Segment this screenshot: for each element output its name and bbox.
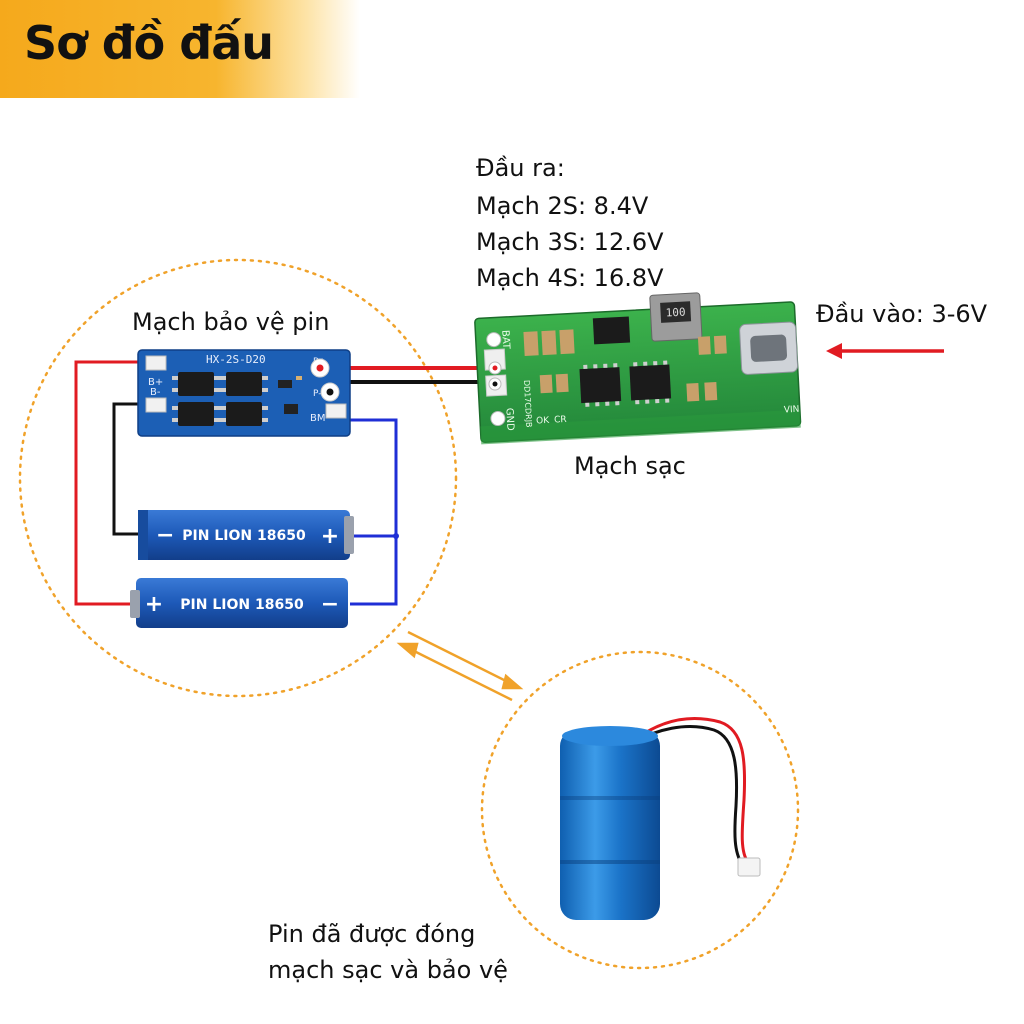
- svg-text:B+: B+: [148, 377, 163, 388]
- pad-bm: [325, 403, 347, 419]
- protection-board: HX-2S-D20 B+ B- BM P+ P-: [137, 349, 351, 437]
- cell-top-right-sign: +: [321, 524, 339, 549]
- output-2s: Mạch 2S: 8.4V: [476, 192, 649, 220]
- blue-wire-bm: [340, 418, 398, 606]
- battery-pack-circle: [480, 650, 800, 970]
- page-title: Sơ đồ đấu: [24, 16, 274, 70]
- svg-text:OK: OK: [536, 416, 551, 427]
- output-3s: Mạch 3S: 12.6V: [476, 228, 664, 256]
- cell-bottom-label: PIN LION 18650: [180, 597, 304, 613]
- black-wire-bminus: [112, 402, 155, 536]
- svg-text:DD17CDRJB: DD17CDRJB: [522, 380, 533, 428]
- svg-text:100: 100: [665, 306, 686, 320]
- cell-bottom-right-sign: −: [321, 592, 339, 617]
- output-heading: Đầu ra:: [476, 154, 565, 182]
- svg-text:BAT: BAT: [499, 330, 511, 350]
- input-label: Đầu vào: 3-6V: [816, 300, 988, 328]
- battery-pack-label-line2: mạch sạc và bảo vệ: [268, 956, 508, 984]
- cell-top-left-sign: −: [156, 523, 174, 548]
- protection-circle: [18, 258, 458, 698]
- battery-pack-label-line1: Pin đã được đóng: [268, 920, 476, 948]
- svg-text:VIN: VIN: [784, 405, 800, 416]
- charger-board: BAT GND DD17CDRJB 100 OK CR: [474, 292, 802, 445]
- battery-pack-image: [560, 717, 761, 920]
- output-4s: Mạch 4S: 16.8V: [476, 264, 664, 292]
- input-arrow: [826, 343, 944, 359]
- cell-bottom: + PIN LION 18650 −: [130, 578, 348, 628]
- svg-text:BM: BM: [310, 413, 326, 424]
- svg-text:CR: CR: [554, 415, 567, 426]
- pad-b-plus: [145, 355, 167, 371]
- title-banner: Sơ đồ đấu: [0, 0, 360, 98]
- svg-text:P-: P-: [313, 389, 321, 399]
- svg-text:B-: B-: [150, 387, 161, 398]
- svg-text:GND: GND: [503, 408, 515, 432]
- cell-bottom-left-sign: +: [145, 592, 163, 617]
- link-arrows: [396, 630, 524, 702]
- cell-top-label: PIN LION 18650: [182, 528, 306, 544]
- protection-board-model: HX-2S-D20: [206, 353, 266, 366]
- black-wire-pminus: [328, 380, 495, 392]
- pad-b-minus: [145, 397, 167, 413]
- protection-label: Mạch bảo vệ pin: [132, 308, 330, 336]
- charger-label: Mạch sạc: [574, 452, 686, 480]
- red-wire-bplus: [74, 360, 155, 606]
- wire-junction: [393, 533, 399, 539]
- cell-top: − PIN LION 18650 +: [138, 510, 354, 560]
